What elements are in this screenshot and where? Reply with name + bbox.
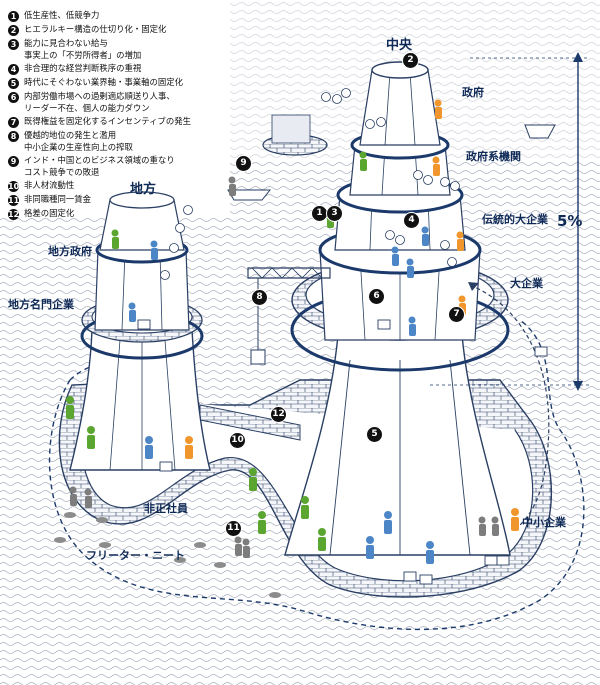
badge-6: 6 [368,288,385,305]
badge-10: 10 [229,432,246,449]
legend-text: インド・中国とのビジネス領域の重なり コスト競争での敗退 [24,155,175,177]
gray-people [69,176,499,558]
badge-11: 11 [225,520,242,537]
legend-text: ヒエラルキー構造の仕切り化・固定化 [24,24,167,34]
label-chiho: 地方 [130,182,157,197]
legend-number: 11 [8,195,20,206]
legend-item: 3 能力に見合わない給与 事実上の「不労所得者」の増加 [8,38,223,61]
label-chuo: 中央 [386,38,413,53]
badge-3: 3 [326,205,343,222]
badge-4: 4 [403,212,420,229]
orange-workers [185,99,519,531]
crane [247,267,331,279]
label-chusho: 中小企業 [522,516,566,529]
legend-item: 12 格差の固定化 [8,208,223,220]
badge-8: 8 [251,289,268,306]
legend-item: 11 非同職種同一賃金 [8,194,223,206]
legend-item: 6 内部労働市場への過剰適応順送り人事、 リーダー不在、個人の能力ダウン [8,91,223,114]
money-bags [160,88,460,280]
swimmers [54,512,281,598]
green-workers [66,151,367,551]
badge-9: 9 [235,155,252,172]
label-freeter: フリーター・ニート [86,549,185,562]
legend-number: 5 [8,78,19,89]
label-chiho-meimon: 地方名門企業 [8,298,74,311]
legend-number: 7 [8,117,19,128]
legend-number: 6 [8,92,19,103]
legend-item: 4 非合理的な経営判断秩序の重視 [8,63,223,75]
legend-text: 時代にそぐわない業界軸・事業軸の固定化 [24,77,183,87]
legend-number: 1 [8,11,19,22]
label-seifu: 政府 [462,86,484,99]
island-outline [48,319,585,631]
central-tower-trunk [284,334,511,556]
legend-item: 2 ヒエラルキー構造の仕切り化・固定化 [8,24,223,36]
regional-tower-trunk [69,329,211,471]
label-dentou: 伝統的大企業 [482,213,548,226]
legend-text: 内部労働市場への過剰適応順送り人事、 リーダー不在、個人の能力ダウン [24,91,175,113]
legend-item: 10 非人材流動性 [8,180,223,192]
legend-number: 12 [8,209,20,220]
legend-item: 9 インド・中国とのビジネス領域の重なり コスト競争での敗退 [8,155,223,178]
label-percent: 5% [557,212,583,230]
legend-item: 5 時代にそぐわない業界軸・事業軸の固定化 [8,77,223,89]
legend-text: 非合理的な経営判断秩序の重視 [24,63,142,73]
boxes [137,319,548,585]
badge-7: 7 [448,306,465,323]
legend-item: 7 既得権益を固定化するインセンティブの発生 [8,116,223,128]
blue-workers [128,226,434,564]
legend: 1 低生産性、低競争力 2 ヒエラルキー構造の仕切り化・固定化 3 能力に見合わ… [8,10,223,222]
legend-item: 1 低生産性、低競争力 [8,10,223,22]
legend-number: 9 [8,156,19,167]
label-daikigyo: 大企業 [510,277,543,290]
legend-number: 3 [8,39,19,50]
label-seifukei: 政府系機関 [466,150,521,163]
legend-text: 格差の固定化 [24,208,75,218]
badge-2: 2 [402,52,419,69]
legend-number: 8 [8,131,19,142]
legend-text: 非人材流動性 [24,180,75,190]
legend-number: 10 [8,181,20,192]
label-hiseisha: 非正社員 [144,502,188,515]
legend-text: 非同職種同一賃金 [24,194,91,204]
legend-item: 8 優越的地位の発生と濫用 中小企業の生産性向上の搾取 [8,130,223,153]
legend-number: 4 [8,64,19,75]
badge-5: 5 [366,426,383,443]
label-chiho-seifu: 地方政府 [48,245,92,258]
legend-text: 既得権益を固定化するインセンティブの発生 [24,116,191,126]
legend-number: 2 [8,25,19,36]
badge-12: 12 [270,406,287,423]
legend-text: 優越的地位の発生と濫用 中小企業の生産性向上の搾取 [24,130,133,152]
legend-text: 低生産性、低競争力 [24,10,100,20]
legend-text: 能力に見合わない給与 事実上の「不労所得者」の増加 [24,38,142,60]
